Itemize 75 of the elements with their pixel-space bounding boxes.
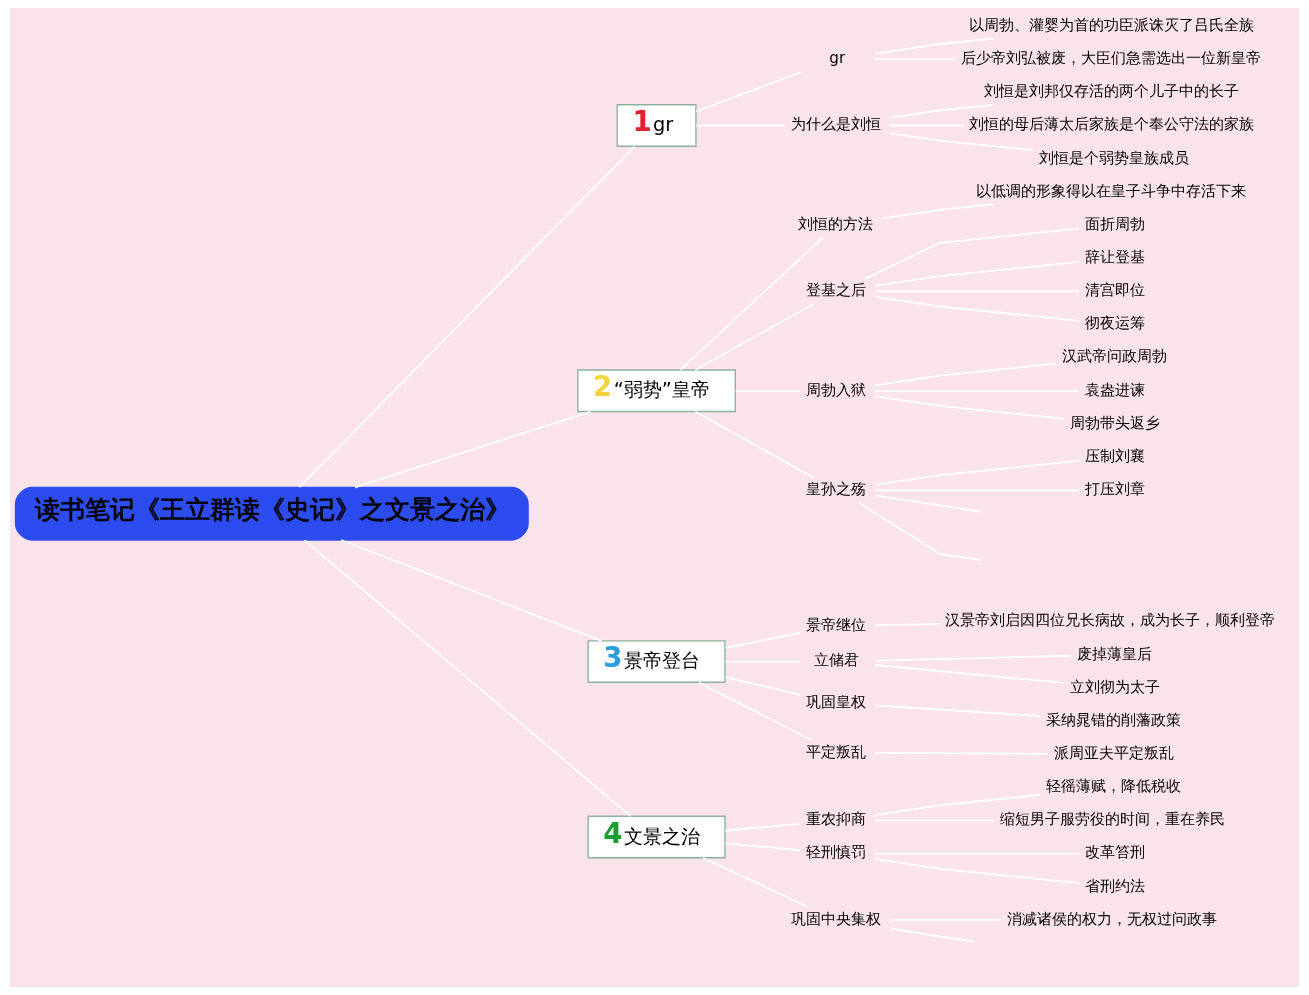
node-text: gr: [829, 49, 846, 68]
node-text: 压制刘襄: [1084, 446, 1145, 465]
connector: [694, 410, 815, 479]
node-text: 以周勃、灌婴为首的功臣派诛灭了吕氏全族: [968, 15, 1254, 34]
node-text: 刘恒是刘邦仅存活的两个儿子中的长子: [984, 82, 1239, 101]
connector: [340, 539, 603, 642]
connector: [874, 295, 1081, 322]
connector: [697, 681, 813, 741]
node-box: 3景帝登台: [587, 640, 726, 683]
connector: [874, 494, 982, 513]
connector: [874, 459, 1081, 486]
node-text: 周勃入狱: [805, 380, 866, 399]
node-box: 读书笔记《王立群读《史记》之文景之治》: [14, 486, 529, 541]
node-text: 改革笞刑: [1084, 843, 1145, 862]
connector: [354, 410, 592, 489]
node-text: 面折周勃: [1084, 214, 1145, 233]
node-text: 打压刘章: [1084, 480, 1145, 499]
node-text: 登基之后: [805, 281, 866, 300]
connector: [874, 664, 1065, 684]
connector: [889, 927, 975, 943]
connector: [874, 654, 1073, 662]
node-text: 废掉薄皇后: [1077, 644, 1153, 663]
node-text: 立刘彻为太子: [1069, 677, 1160, 696]
connector: [303, 539, 632, 818]
node-text: 以低调的形象得以在皇子斗争中存活下来: [976, 181, 1247, 200]
connector: [882, 203, 995, 220]
connector: [874, 794, 1042, 816]
node-text: 汉景帝刘启因四位兄长病故，成为长子，顺利登帝: [945, 611, 1276, 630]
node-text: 景帝继位: [805, 615, 866, 634]
connector: [857, 501, 982, 561]
node-text: 刘恒是个弱势皇族成员: [1038, 148, 1189, 167]
node-text: 刘恒的母后薄太后家族是个奉公守法的家族: [968, 115, 1254, 134]
node-text: 轻刑慎罚: [805, 843, 866, 862]
connector: [864, 227, 1081, 280]
node-box: 1gr: [616, 104, 697, 147]
node-text: 清宫即位: [1084, 281, 1145, 300]
connector: [889, 132, 1034, 152]
node-text: 为什么是刘恒: [790, 115, 881, 134]
node-text: 立储君: [814, 651, 860, 670]
connector: [874, 704, 1042, 717]
node-box: 2“弱势”皇帝: [577, 369, 736, 413]
node-text: 周勃带头返乡: [1069, 413, 1160, 432]
node-text: 汉武帝问政周勃: [1062, 347, 1168, 366]
node-text: 省刑约法: [1084, 876, 1145, 895]
node-text: 重农抑商: [805, 810, 866, 829]
connector: [695, 70, 804, 113]
connector: [889, 103, 995, 119]
node-text: 巩固皇权: [805, 692, 866, 711]
node-text: 采纳晁错的削藩政策: [1046, 710, 1182, 729]
node-box: 4文景之治: [587, 815, 726, 859]
connector: [724, 676, 802, 696]
node-text: 巩固中央集权: [790, 909, 881, 928]
connector: [874, 362, 1058, 387]
connector: [874, 37, 995, 55]
node-text: 皇孙之殇: [805, 480, 866, 499]
node-text: 辞让登基: [1084, 248, 1145, 267]
node-text: 彻夜运筹: [1084, 314, 1145, 333]
node-text: 派周亚夫平定叛乱: [1053, 743, 1174, 762]
connector: [694, 303, 815, 371]
connector: [298, 145, 636, 488]
node-text: 消减诸侯的权力，无权过问政事: [1007, 909, 1218, 928]
node-text: 刘恒的方法: [798, 214, 874, 233]
node-text: 轻徭薄赋，降低税收: [1046, 777, 1182, 796]
node-text: 后少帝刘弘被废，大臣们急需选出一位新皇帝: [960, 49, 1261, 68]
connector: [874, 395, 1065, 420]
node-text: 袁盎进谏: [1084, 380, 1145, 399]
connector: [679, 236, 824, 371]
connector: [874, 858, 1081, 884]
connector: [702, 857, 810, 909]
node-text: 缩短男子服劳役的时间，重在养民: [999, 810, 1225, 829]
connector: [724, 632, 802, 649]
connector: [724, 822, 802, 832]
connector: [874, 260, 1081, 287]
node-text: 平定叛乱: [805, 742, 866, 761]
connector: [724, 842, 802, 852]
